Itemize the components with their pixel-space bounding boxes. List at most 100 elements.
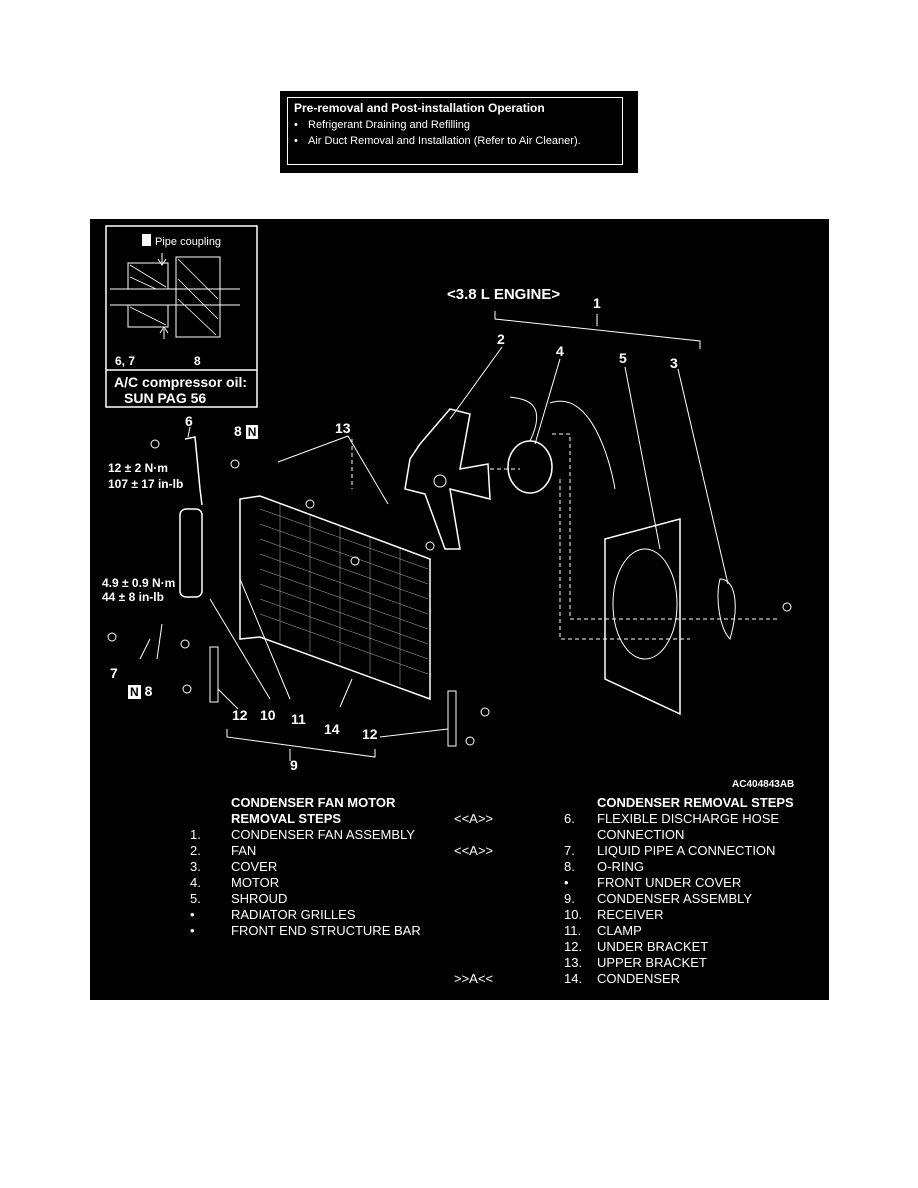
step-text: UNDER BRACKET — [597, 939, 709, 954]
step-text: RECEIVER — [597, 907, 664, 922]
oil-can-icon — [142, 234, 151, 246]
step-bullet: • — [564, 875, 569, 890]
step-item: • FRONT END STRUCTURE BAR — [190, 923, 450, 939]
step-mark: >>A<< — [454, 971, 494, 986]
step-item: <<A>> 6. FLEXIBLE DISCHARGE HOSE — [454, 811, 824, 827]
callout-6: 6 — [185, 413, 193, 429]
step-item: 3. COVER — [190, 859, 450, 875]
step-text: MOTOR — [231, 875, 280, 890]
pre-removal-info-box: Pre-removal and Post-installation Operat… — [280, 91, 638, 173]
n-badge: N — [128, 685, 141, 699]
step-number: 7. — [564, 843, 575, 858]
step-bullet: • — [190, 923, 195, 938]
condenser-fins — [259, 504, 429, 685]
step-number: 4. — [190, 875, 201, 890]
fan-motor — [507, 440, 553, 494]
info-box-title: Pre-removal and Post-installation Operat… — [294, 101, 545, 115]
step-text: FLEXIBLE DISCHARGE HOSE — [597, 811, 780, 826]
callout-13: 13 — [335, 420, 351, 436]
coupling-right-block — [175, 256, 221, 338]
step-item: 9.CONDENSER ASSEMBLY — [454, 891, 824, 907]
callout-9: 9 — [290, 757, 298, 773]
step-item: 4. MOTOR — [190, 875, 450, 891]
steps-heading: CONDENSER FAN MOTOR — [190, 795, 450, 811]
step-number: 8. — [564, 859, 575, 874]
fan-hub — [433, 474, 447, 488]
leader-lines — [139, 346, 729, 761]
under-bracket-right — [447, 690, 457, 747]
arrow-up-icon — [159, 326, 169, 339]
step-item: 2.FAN — [190, 843, 450, 859]
callout-12-right: 12 — [362, 726, 378, 742]
info-item: • Refrigerant Draining and Refilling — [294, 117, 616, 133]
callout-11: 11 — [291, 711, 306, 727]
step-item: 12.UNDER BRACKET — [454, 939, 824, 955]
step-number: 13. — [564, 955, 583, 970]
shroud-frame — [604, 518, 681, 716]
step-item: >>A<< 14. CONDENSER — [454, 971, 824, 987]
bullet-icon: • — [294, 119, 298, 131]
step-text: CONNECTION — [597, 827, 685, 842]
step-text: FAN — [231, 843, 257, 858]
step-item: 5.SHROUD — [190, 891, 450, 907]
step-item: 1. CONDENSER FAN ASSEMBLY — [190, 827, 450, 843]
steps-heading-line1: CONDENSER FAN MOTOR — [231, 795, 396, 810]
n-badge: N — [245, 425, 259, 439]
step-item: <<A>>7.LIQUID PIPE A CONNECTION — [454, 843, 824, 859]
step-item: CONNECTION — [454, 827, 824, 843]
step-number: 14. — [564, 971, 583, 986]
motor-cover — [717, 578, 736, 640]
engine-label: <3.8 L ENGINE> — [447, 286, 561, 303]
inset-label-6-7: 6, 7 — [115, 354, 136, 368]
step-item: • FRONT UNDER COVER — [454, 875, 824, 891]
step-number: 3. — [190, 859, 201, 874]
info-item-text: Refrigerant Draining and Refilling — [308, 119, 471, 131]
step-number: 6. — [564, 811, 575, 826]
hatching — [129, 258, 219, 336]
callout-7: 7 — [110, 665, 118, 681]
step-item: 13.UPPER BRACKET — [454, 955, 824, 971]
callout-14: 14 — [324, 721, 340, 737]
info-item-text: Air Duct Removal and Installation (Refer… — [308, 135, 581, 147]
step-item: 11.CLAMP — [454, 923, 824, 939]
callout-8-number: 8 — [144, 683, 153, 699]
torque-2-imperial: 44 ± 8 in-lb — [102, 590, 164, 604]
step-text: CONDENSER — [597, 971, 681, 986]
step-text: FRONT UNDER COVER — [597, 875, 742, 890]
step-text: SHROUD — [231, 891, 288, 906]
step-number: 11. — [564, 923, 582, 938]
step-item: 10. RECEIVER — [454, 907, 824, 923]
under-bracket-left — [209, 646, 219, 703]
step-text: FRONT END STRUCTURE BAR — [231, 923, 421, 938]
steps-heading: CONDENSER REMOVAL STEPS — [454, 795, 824, 811]
step-mark: <<A>> — [454, 811, 494, 826]
step-text: CONDENSER ASSEMBLY — [597, 891, 753, 906]
compressor-oil-line1: A/C compressor oil: — [114, 374, 248, 390]
callout-8-bottom: N 8 — [128, 683, 152, 699]
inset-frame — [105, 225, 258, 408]
motor-harness — [509, 396, 616, 490]
step-mark: <<A>> — [454, 843, 494, 858]
callout-4: 4 — [556, 343, 564, 359]
step-text: COVER — [231, 859, 278, 874]
diagram-illustration — [105, 225, 792, 761]
callout-2: 2 — [497, 331, 505, 347]
bolts — [107, 439, 792, 746]
group-bracket — [494, 311, 701, 349]
step-number: 10. — [564, 907, 583, 922]
step-number: 1. — [190, 827, 201, 842]
condenser-steps-heading: CONDENSER REMOVAL STEPS — [597, 795, 794, 810]
callout-12-left: 12 — [232, 707, 248, 723]
inset-label-8: 8 — [194, 354, 201, 368]
fan-blades — [404, 408, 491, 550]
callout-8-top: 8 N — [234, 423, 259, 439]
step-text: RADIATOR GRILLES — [231, 907, 356, 922]
step-text: O-RING — [597, 859, 644, 874]
step-item: 8. O-RING — [454, 859, 824, 875]
shroud-ring — [612, 548, 678, 660]
step-text: CONDENSER FAN ASSEMBLY — [231, 827, 415, 842]
info-item: •Air Duct Removal and Installation (Refe… — [294, 133, 616, 149]
arrow-down-icon — [157, 253, 167, 266]
pipe-coupling-label: Pipe coupling — [155, 236, 222, 248]
alignment-lines — [351, 433, 780, 640]
